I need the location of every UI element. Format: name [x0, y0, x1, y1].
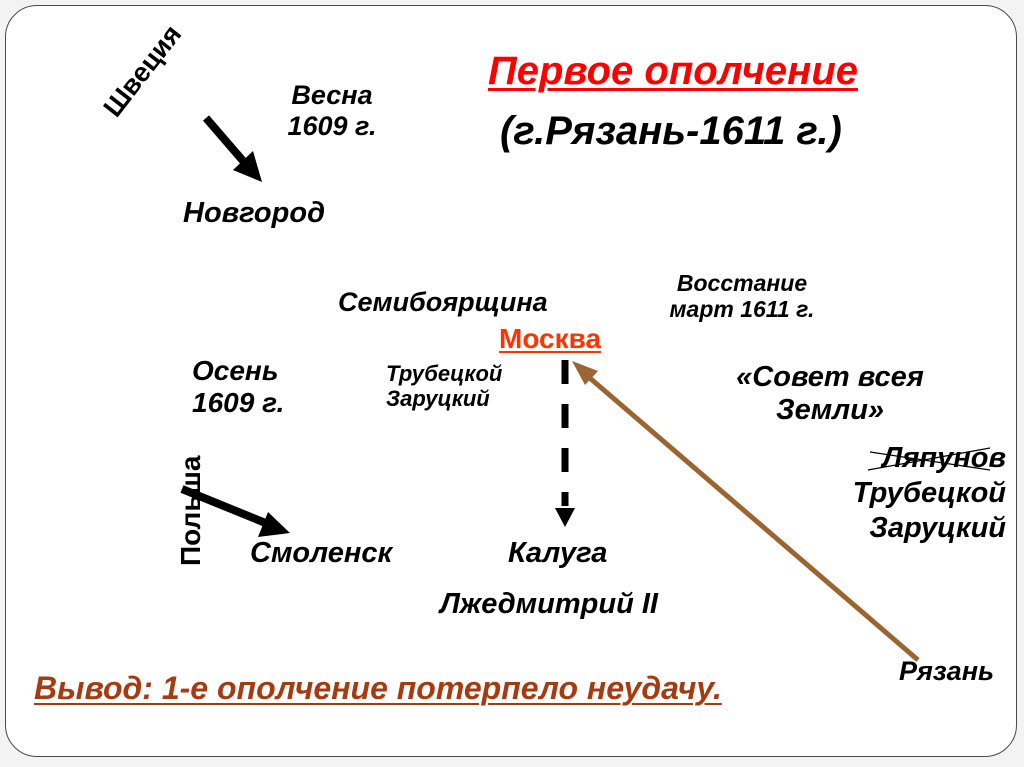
leader-trubetskoy: Трубецкой: [852, 476, 1006, 509]
label-trubetskoy-zarutsky: Трубецкой Заруцкий: [386, 361, 503, 412]
slide-title: Первое ополчение: [488, 49, 858, 93]
label-uprising-march-1611: Восстание март 1611 г.: [669, 270, 815, 323]
label-autumn-1609: Осень 1609 г.: [192, 355, 285, 419]
label-false-dmitry-ii: Лжедмитрий II: [440, 588, 658, 620]
label-ryazan: Рязань: [899, 656, 995, 686]
leader-zarutsky: Заруцкий: [869, 511, 1006, 544]
label-poland: Польша: [175, 455, 206, 566]
label-smolensk: Смоленск: [250, 537, 393, 569]
conclusion-text: Вывод: 1-е ополчение потерпело неудачу.: [34, 670, 722, 706]
arrow-ryazan-moscow: [572, 361, 920, 662]
arrow-poland-smolensk: [180, 485, 290, 537]
label-seven-boyars: Семибоярщина: [338, 287, 548, 317]
label-moscow: Москва: [499, 323, 602, 354]
arrow-sweden-novgorod: [202, 115, 262, 182]
slide: [5, 5, 1017, 757]
arrow-moscow-kaluga: [555, 360, 575, 527]
slide-subtitle: (г.Рязань-1611 г.): [500, 109, 842, 153]
label-spring-1609: Весна 1609 г.: [287, 80, 377, 142]
label-kaluga: Калуга: [508, 537, 608, 569]
strike-lyapunov: [867, 447, 991, 471]
label-council-of-all-land: «Совет всея Земли»: [736, 361, 924, 427]
leader-lyapunov: Ляпунов: [882, 442, 1006, 474]
leaders-list: Ляпунов Трубецкой Заруцкий: [830, 441, 1006, 545]
label-novgorod: Новгород: [183, 197, 325, 229]
